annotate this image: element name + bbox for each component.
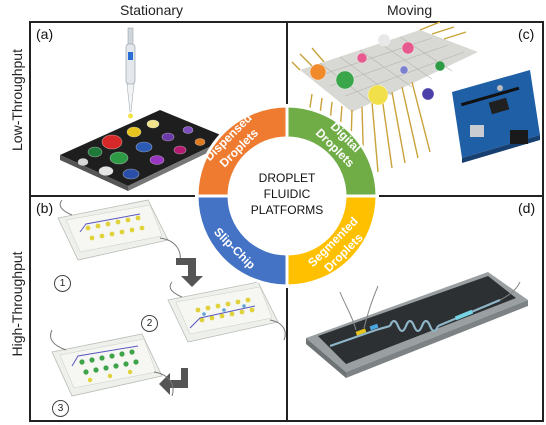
slip-chip-stage-2: [168, 282, 285, 342]
arduino-board-icon: [452, 70, 540, 163]
center-label-line1: DROPLET: [259, 171, 316, 185]
step-number-2: 2: [141, 315, 158, 332]
panel-label-c: (c): [518, 26, 534, 42]
panel-label-a: (a): [36, 26, 53, 42]
illustration-segmented-droplets: [306, 272, 528, 378]
slip-chip-stage-3: [51, 330, 173, 396]
step-number-1: 1: [54, 275, 71, 292]
central-platform-wheel: DROPLET FLUIDIC PLATFORMS Dispensed Drop…: [195, 104, 379, 288]
panel-label-b: (b): [36, 200, 53, 216]
step-number-3: 3: [52, 400, 69, 417]
center-label-line3: PLATFORMS: [251, 203, 323, 217]
panel-label-d: (d): [518, 200, 535, 216]
center-label-line2: FLUIDIC: [264, 187, 311, 201]
arrow-down-icon: [176, 258, 203, 287]
slip-chip-stage-1: [58, 200, 180, 262]
